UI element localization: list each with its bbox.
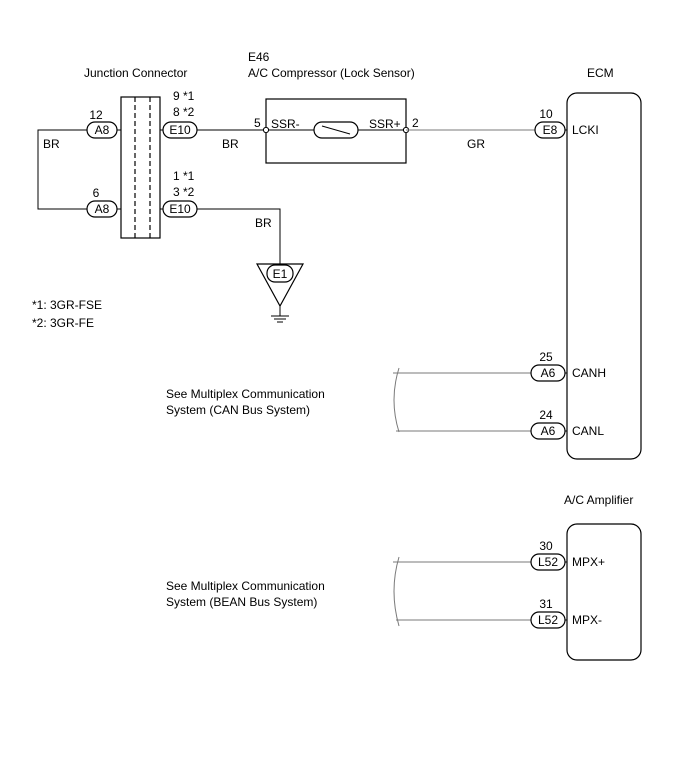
ac-compressor-lock-sensor [262,98,410,164]
ecm-box [566,92,642,460]
see-bean-line1: See Multiplex Communication [166,579,325,593]
connector-a6-canh: A6 [530,364,566,382]
wire-br-to-ground [197,208,281,264]
terminal-mpx-minus: MPX- [572,613,602,627]
pin-e10-3: 3 *2 [173,185,195,199]
terminal-ssr-plus: SSR+ [369,117,401,131]
connector-l52-mpxm: L52 [530,611,566,629]
bean-bus-wires [393,556,531,627]
svg-text:E10: E10 [169,123,191,137]
pin-a8-12: 12 [89,108,103,122]
compressor-title: A/C Compressor (Lock Sensor) [248,66,415,80]
terminal-mpx-plus: MPX+ [572,555,605,569]
wire-color-br-ground: BR [255,216,272,230]
see-can-line2: System (CAN Bus System) [166,403,310,417]
terminal-canl: CANL [572,424,604,438]
pin-e10-1: 1 *1 [173,169,195,183]
pin-amp-31: 31 [539,597,553,611]
connector-e10-top: E10 [162,121,198,139]
wire-color-br-left: BR [43,137,60,151]
connector-a8-top: A8 [86,121,118,139]
junction-connector-title: Junction Connector [84,66,187,80]
wire-color-br-mid: BR [222,137,239,151]
pin-e10-8: 8 *2 [173,105,195,119]
terminal-canh: CANH [572,366,606,380]
svg-text:L52: L52 [538,613,558,627]
svg-text:E10: E10 [169,202,191,216]
svg-text:A8: A8 [95,202,110,216]
pin-compressor-5: 5 [254,116,261,130]
see-can-line1: See Multiplex Communication [166,387,325,401]
note-3gr-fse: *1: 3GR-FSE [32,298,102,312]
svg-text:A6: A6 [541,366,556,380]
connector-e8: E8 [534,121,566,139]
ac-amplifier-box [566,523,642,661]
svg-text:L52: L52 [538,555,558,569]
wire-color-gr: GR [467,137,485,151]
ecm-title: ECM [587,66,614,80]
svg-text:A8: A8 [95,123,110,137]
terminal-ssr-minus: SSR- [271,117,300,131]
pin-ecm-10: 10 [539,107,553,121]
svg-text:E8: E8 [543,123,558,137]
connector-a6-canl: A6 [530,422,566,440]
svg-text:A6: A6 [541,424,556,438]
svg-text:E1: E1 [273,267,288,281]
can-bus-wires [393,367,531,433]
note-3gr-fe: *2: 3GR-FE [32,316,94,330]
connector-a8-bottom: A8 [86,200,118,218]
pin-compressor-2: 2 [412,116,419,130]
pin-ecm-24: 24 [539,408,553,422]
pin-a8-6: 6 [93,186,100,200]
pin-amp-30: 30 [539,539,553,553]
pin-ecm-25: 25 [539,350,553,364]
junction-connector [120,96,161,239]
connector-e10-bottom: E10 [162,200,198,218]
terminal-lcki: LCKI [572,123,599,137]
ac-amplifier-title: A/C Amplifier [564,493,633,507]
ground-e1: E1 [255,263,305,323]
see-bean-line2: System (BEAN Bus System) [166,595,317,609]
connector-l52-mpxp: L52 [530,553,566,571]
pin-e10-9: 9 *1 [173,89,195,103]
compressor-code: E46 [248,50,270,64]
wire-br-left [37,129,121,210]
